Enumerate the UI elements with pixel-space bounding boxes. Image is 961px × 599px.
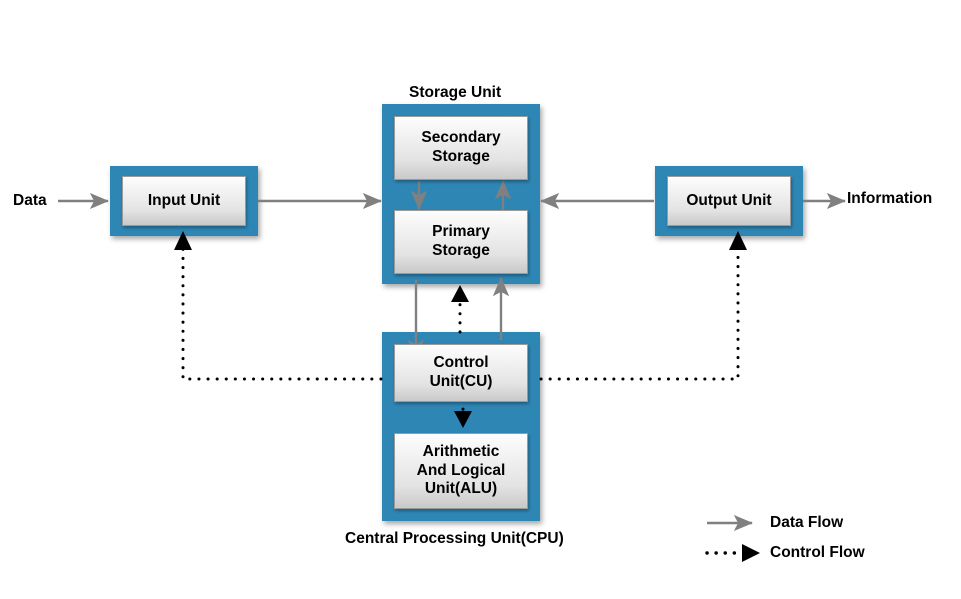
- data-input-label: Data: [13, 192, 47, 209]
- node-primary-storage-label-line2: Storage: [432, 242, 490, 259]
- control-arrow-cu-to-output: [539, 231, 747, 381]
- node-secondary-storage-label-line1: Secondary: [421, 129, 501, 147]
- cpu-title: Central Processing Unit(CPU): [345, 530, 564, 547]
- node-control-unit-label-line2: Unit(CU): [429, 373, 493, 390]
- node-alu-label-line1: Arithmetic: [422, 442, 500, 460]
- node-primary-storage-label-line1: Primary: [432, 223, 490, 241]
- node-secondary-storage-label-line2: Storage: [432, 148, 490, 165]
- storage-unit-title: Storage Unit: [409, 84, 502, 101]
- control-arrow-cu-to-storage: [451, 285, 469, 334]
- legend-control-flow-symbol: [705, 544, 760, 562]
- node-secondary-storage[interactable]: Secondary Storage: [394, 116, 528, 180]
- node-primary-storage[interactable]: Primary Storage: [394, 210, 528, 274]
- node-control-unit-label-line1: Control: [433, 354, 489, 372]
- legend-label-control-flow: Control Flow: [770, 544, 865, 561]
- node-input-unit-label: Input Unit: [147, 191, 221, 209]
- node-input-unit[interactable]: Input Unit: [122, 176, 246, 226]
- node-alu-label-line2: And Logical: [416, 461, 506, 479]
- control-arrow-cu-to-input: [174, 231, 383, 381]
- information-output-label: Information: [847, 190, 933, 207]
- node-control-unit[interactable]: Control Unit(CU): [394, 344, 528, 402]
- legend-label-data-flow: Data Flow: [770, 514, 844, 531]
- node-alu-label-line3: Unit(ALU): [424, 480, 498, 498]
- node-alu[interactable]: Arithmetic And Logical Unit(ALU): [394, 433, 528, 509]
- node-output-unit-label: Output Unit: [686, 191, 772, 209]
- node-output-unit[interactable]: Output Unit: [667, 176, 791, 226]
